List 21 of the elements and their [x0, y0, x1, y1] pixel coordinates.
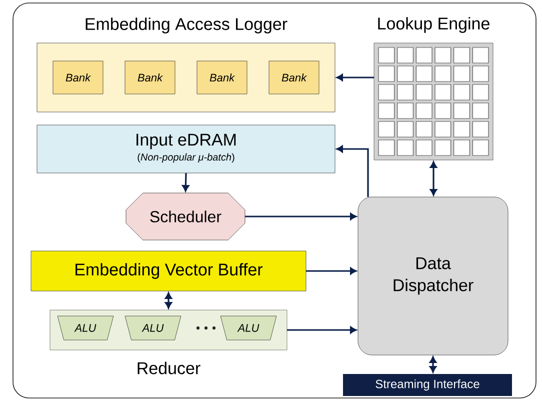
block-title: Reducer [138, 362, 200, 374]
edram-box: Input eDRAM (Non-popular μ-batch) [36, 124, 336, 174]
arrow [306, 267, 357, 275]
bank-box: Bank [52, 60, 104, 94]
bank-box: Bank [124, 60, 176, 94]
arrow [245, 212, 357, 220]
block-title: Lookup Engine [378, 17, 490, 33]
bank-box: Bank [196, 60, 248, 94]
arrow [336, 145, 369, 197]
arrow [336, 74, 374, 82]
arrow [430, 161, 438, 196]
buffer-box: Embedding Vector Buffer [30, 250, 306, 292]
arrow [287, 326, 357, 334]
dispatcher-box: Data Dispatcher [358, 196, 508, 356]
streaming-interface-bar: Streaming Interface [343, 374, 512, 396]
arrow [182, 172, 190, 192]
bank-box: Bank [268, 60, 320, 94]
arrow [429, 356, 437, 373]
scheduler-octagon: Scheduler [126, 192, 246, 240]
arrow [164, 292, 172, 309]
block-title: Embedding Access Logger [86, 18, 288, 34]
